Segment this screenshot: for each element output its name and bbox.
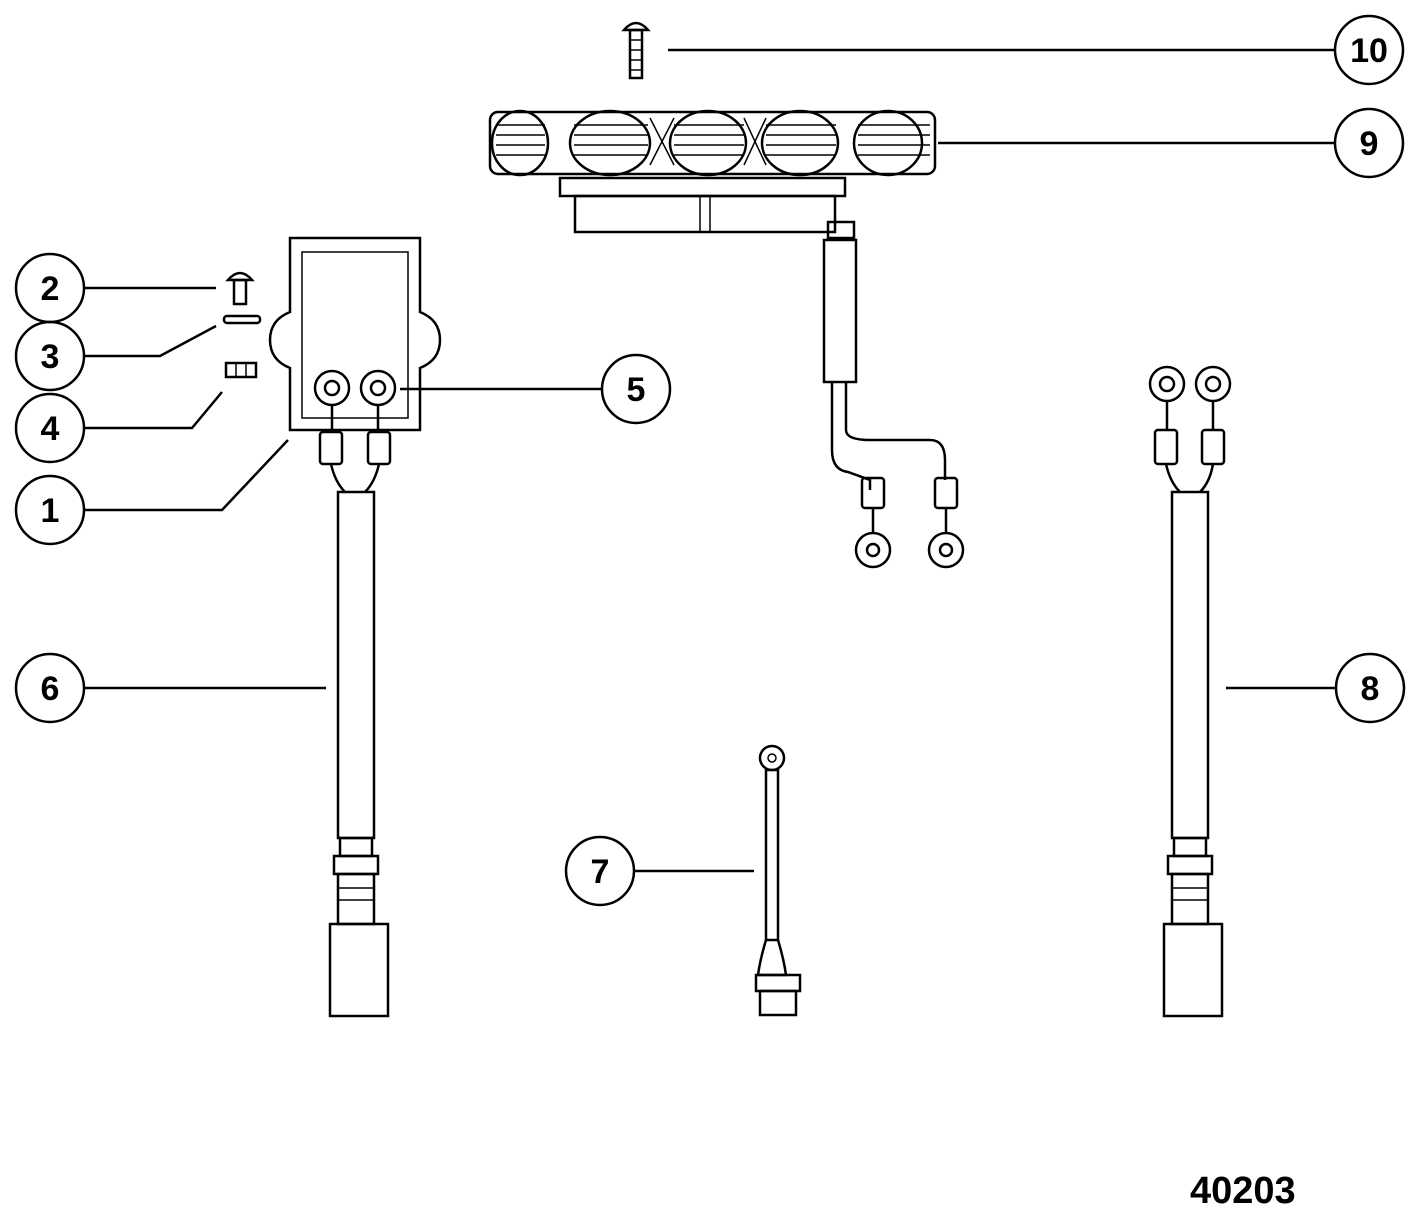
figure-number: 40203 — [1190, 1170, 1296, 1211]
callout-6: 6 — [14, 652, 86, 724]
callout-1: 1 — [14, 474, 86, 546]
callout-5: 5 — [600, 353, 672, 425]
callout-4: 4 — [14, 392, 86, 464]
part-screw-2 — [225, 271, 255, 306]
part-bracket-1 — [268, 236, 442, 432]
part-washer-3 — [222, 314, 262, 325]
part-screw-10 — [621, 21, 651, 80]
part-ground-strap-7 — [754, 744, 802, 1017]
callout-label-6: 6 — [41, 670, 60, 708]
part-lead-8 — [1148, 365, 1232, 1018]
callout-9: 9 — [1333, 107, 1405, 179]
leader-lines — [84, 48, 1336, 873]
callout-3: 3 — [14, 320, 86, 392]
callout-label-4: 4 — [41, 410, 60, 448]
part-pack-assembly-9 — [488, 109, 965, 569]
callout-label-8: 8 — [1361, 670, 1380, 708]
callout-label-5: 5 — [627, 371, 646, 409]
callout-8: 8 — [1334, 652, 1406, 724]
callout-label-1: 1 — [41, 492, 60, 530]
callout-10: 10 — [1333, 14, 1405, 86]
callout-label-10: 10 — [1350, 32, 1388, 70]
callout-2: 2 — [14, 252, 86, 324]
part-lead-6 — [313, 369, 397, 1018]
callout-label-2: 2 — [41, 270, 60, 308]
callout-7: 7 — [564, 835, 636, 907]
part-nut-4 — [224, 361, 258, 379]
callout-label-3: 3 — [41, 338, 60, 376]
callout-label-9: 9 — [1360, 125, 1379, 163]
callout-label-7: 7 — [591, 853, 610, 891]
